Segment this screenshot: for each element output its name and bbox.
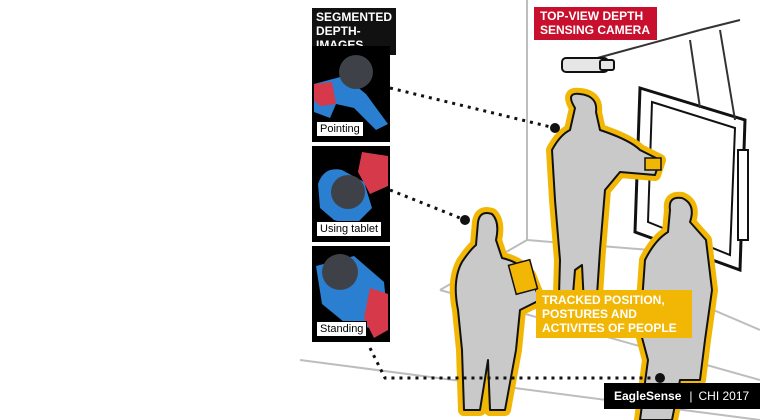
depth-image-standing bbox=[316, 254, 388, 338]
depth-image-using-tablet bbox=[318, 152, 388, 226]
thumbnail-label: Using tablet bbox=[316, 221, 383, 237]
thumbnail-using-tablet: Using tablet bbox=[312, 146, 390, 242]
person-pointing bbox=[546, 87, 666, 336]
credit-badge: EagleSense | CHI 2017 bbox=[604, 383, 760, 409]
wall-display bbox=[633, 29, 749, 299]
brand-name: EagleSense bbox=[614, 389, 682, 403]
thumbnail-label: Standing bbox=[316, 321, 368, 337]
venue: CHI 2017 bbox=[698, 389, 750, 403]
thumbnail-pointing: Pointing bbox=[312, 46, 390, 142]
credit-separator: | bbox=[689, 389, 693, 403]
connector-lines bbox=[368, 86, 660, 380]
camera-label: TOP-VIEW DEPTH SENSING CAMERA bbox=[534, 7, 657, 40]
connector-endpoints bbox=[460, 123, 665, 383]
person-using-tablet bbox=[449, 207, 546, 416]
depth-camera bbox=[561, 19, 741, 73]
thumbnail-label: Pointing bbox=[316, 121, 364, 137]
thumbnail-standing: Standing bbox=[312, 246, 390, 342]
depth-image-pointing bbox=[314, 55, 388, 130]
tracked-label: TRACKED POSITION, POSTURES AND ACTIVITES… bbox=[536, 290, 692, 338]
